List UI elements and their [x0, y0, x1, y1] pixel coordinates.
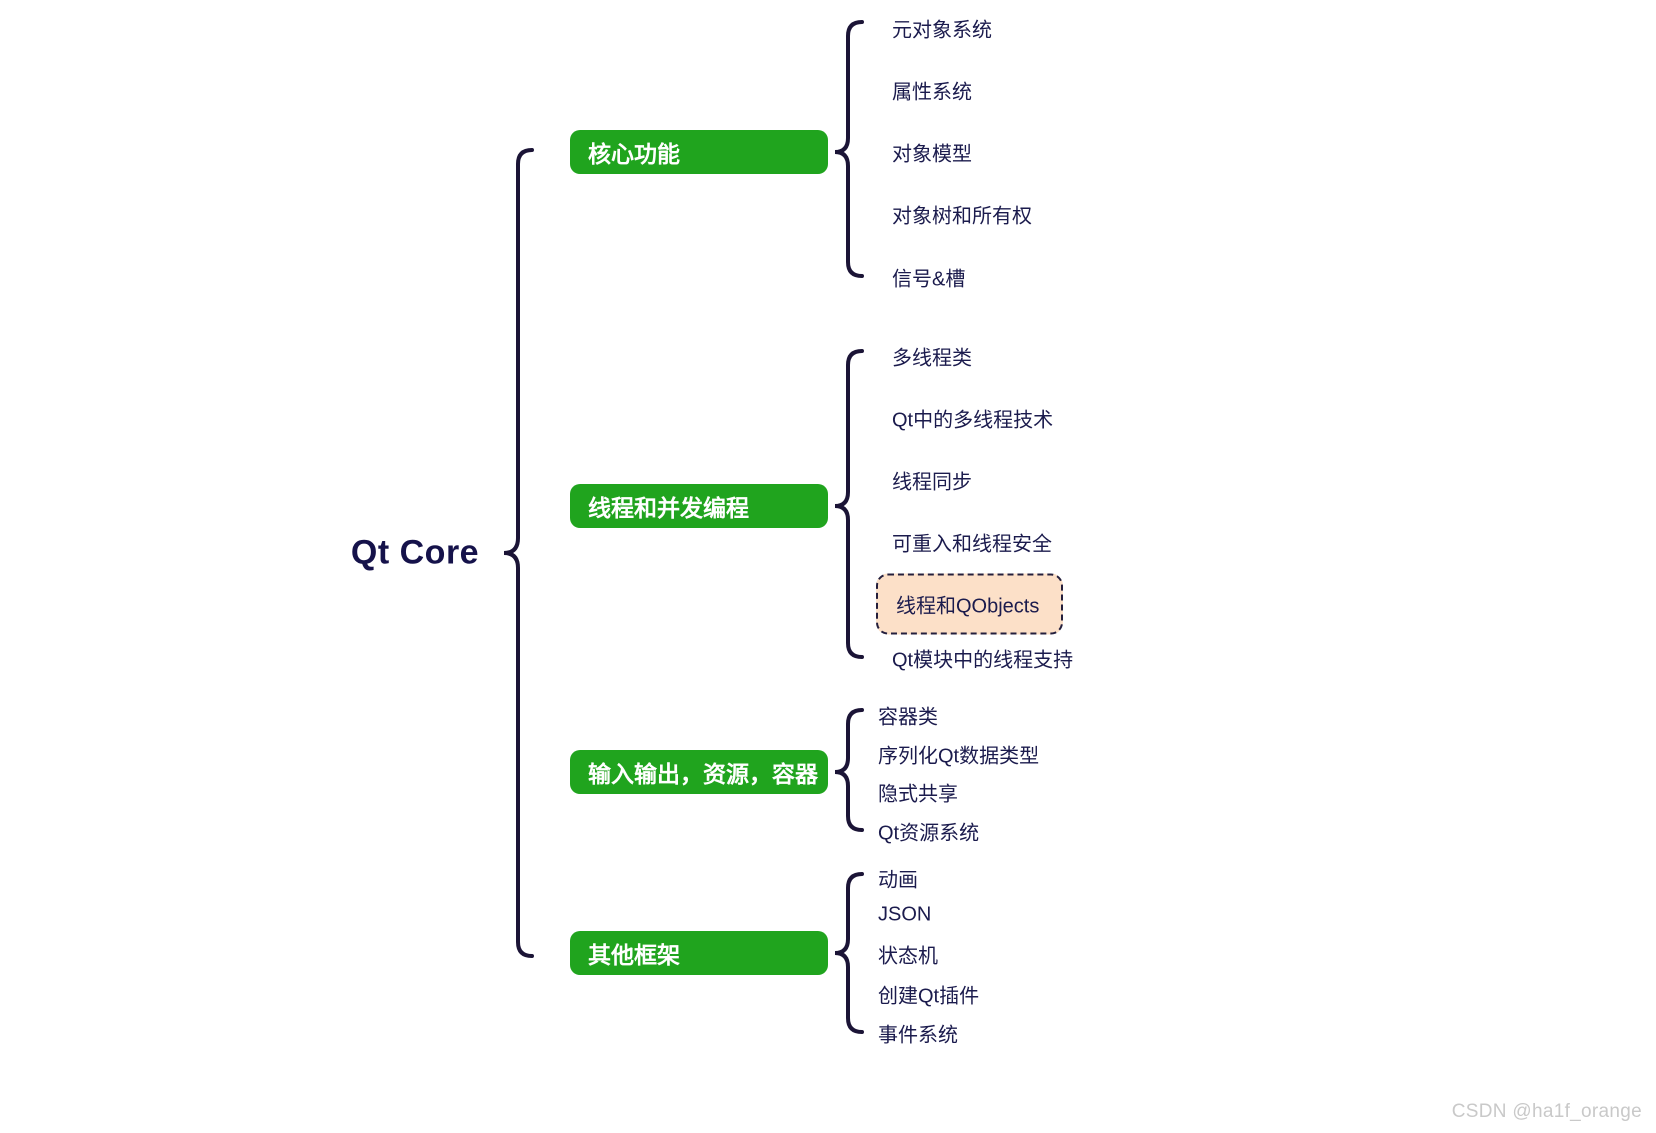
leaf-item[interactable]: 多线程类	[892, 347, 972, 370]
leaf-item[interactable]: 属性系统	[892, 81, 972, 104]
leaf-item[interactable]: 序列化Qt数据类型	[878, 745, 1040, 768]
branch-1-leaf-brace	[834, 20, 864, 278]
leaf-item[interactable]: 对象模型	[892, 143, 972, 166]
leaf-item[interactable]: JSON	[878, 903, 932, 926]
leaf-item[interactable]: 可重入和线程安全	[892, 533, 1052, 556]
leaf-item[interactable]: 动画	[878, 869, 918, 892]
leaf-item[interactable]: Qt模块中的线程支持	[892, 649, 1074, 672]
leaf-item[interactable]: 线程同步	[892, 471, 972, 494]
watermark: CSDN @ha1f_orange	[1451, 1101, 1642, 1122]
leaf-item-highlighted[interactable]: 线程和QObjects	[876, 573, 1064, 635]
branch-node-core-features[interactable]: 核心功能	[570, 130, 828, 174]
branch-2-leaf-brace	[834, 349, 864, 659]
leaf-item[interactable]: 隐式共享	[878, 783, 958, 806]
branch-node-label: 线程和并发编程	[588, 495, 749, 521]
leaf-item[interactable]: Qt资源系统	[878, 822, 980, 845]
leaf-item[interactable]: 对象树和所有权	[892, 205, 1032, 228]
leaf-item[interactable]: 信号&槽	[892, 268, 966, 291]
branch-node-io-resources-containers[interactable]: 输入输出，资源，容器	[570, 750, 828, 794]
leaf-item[interactable]: 元对象系统	[892, 19, 992, 42]
leaf-item[interactable]: 创建Qt插件	[878, 985, 980, 1008]
leaf-item[interactable]: Qt中的多线程技术	[892, 409, 1054, 432]
branch-4-leaf-brace	[834, 872, 864, 1034]
branch-node-label: 其他框架	[588, 942, 680, 968]
branch-node-label: 核心功能	[588, 141, 680, 167]
root-brace	[503, 148, 534, 958]
branch-3-leaf-brace	[834, 708, 864, 832]
branch-node-threads-concurrency[interactable]: 线程和并发编程	[570, 484, 828, 528]
leaf-item[interactable]: 事件系统	[878, 1024, 958, 1047]
leaf-item[interactable]: 状态机	[878, 945, 938, 968]
leaf-item[interactable]: 容器类	[878, 706, 938, 729]
branch-node-other-frameworks[interactable]: 其他框架	[570, 931, 828, 975]
root-label: Qt Core	[350, 533, 480, 572]
branch-node-label: 输入输出，资源，容器	[588, 761, 818, 787]
